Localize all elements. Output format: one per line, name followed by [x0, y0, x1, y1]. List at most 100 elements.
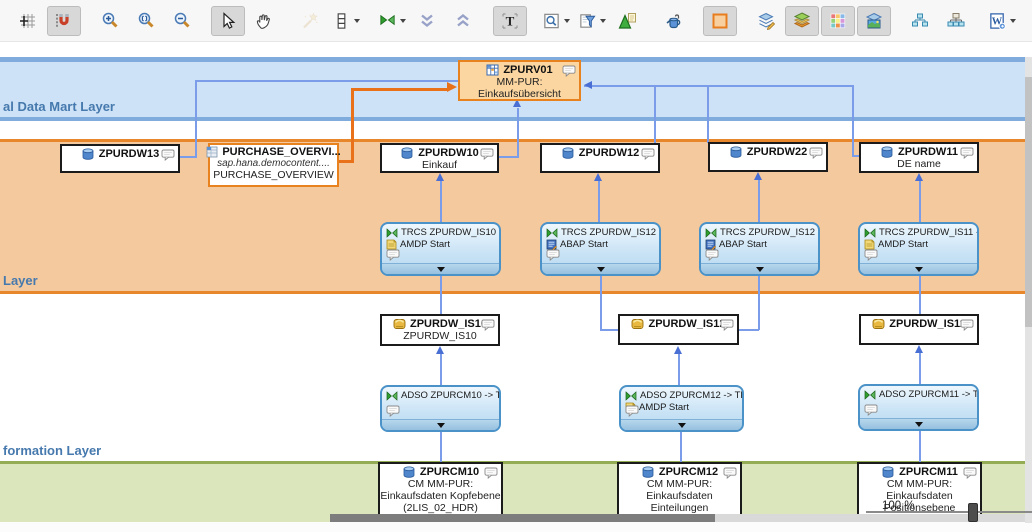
- query-icon: [486, 64, 499, 76]
- node-zpurdw12[interactable]: ZPURDW12: [540, 143, 660, 173]
- toolbar-button-zoom-in[interactable]: [93, 6, 127, 36]
- horizontal-scrollbar-thumb[interactable]: [330, 514, 715, 522]
- connector-line: [738, 329, 759, 331]
- start-routine-label: AMDP Start: [878, 239, 928, 250]
- vertical-scrollbar-thumb[interactable]: [1025, 77, 1032, 327]
- node-title: ZPURDW22: [746, 146, 808, 158]
- node-trcs-is12-b[interactable]: TRCS ZPURDW_IS12 -> ADSO... ABAP Start: [699, 222, 820, 276]
- pan-hand-icon: [256, 13, 270, 29]
- toolbar-button-find[interactable]: [539, 6, 573, 36]
- comment-icon[interactable]: [864, 404, 878, 416]
- toolbar-button-filter[interactable]: [575, 6, 609, 36]
- connector-line: [440, 354, 442, 385]
- comment-icon[interactable]: [625, 405, 639, 417]
- toolbar-button-snap-grid[interactable]: [11, 6, 45, 36]
- connector-line: [680, 432, 682, 462]
- datastore-icon: [81, 148, 95, 160]
- comment-icon[interactable]: [864, 249, 878, 261]
- text-tool-icon: T: [502, 12, 518, 29]
- toolbar-button-hierarchy-small[interactable]: [903, 6, 937, 36]
- node-zpurdw11[interactable]: ZPURDW11 DE name: [859, 142, 979, 173]
- toolbar-button-layers-edit[interactable]: [749, 6, 783, 36]
- toolbar-button-export-word[interactable]: W: [985, 6, 1019, 36]
- comment-icon[interactable]: [641, 148, 655, 160]
- comment-icon[interactable]: [723, 467, 737, 479]
- comment-icon[interactable]: [960, 147, 974, 159]
- comment-icon[interactable]: [161, 149, 175, 161]
- horizontal-scrollbar[interactable]: [330, 514, 1026, 522]
- zoom-slider-handle[interactable]: [968, 503, 978, 522]
- toolbar-button-hierarchy-tree[interactable]: [939, 6, 973, 36]
- node-zpurdw22[interactable]: ZPURDW22: [708, 142, 828, 172]
- node-title: ZPURCM10: [419, 466, 480, 478]
- amdp-icon: [864, 239, 875, 250]
- toolbar-button-layers-image[interactable]: [857, 5, 891, 36]
- toolbar-button-palette[interactable]: [821, 5, 855, 36]
- node-zpurdw-is12[interactable]: ZPURDW_IS12: [618, 314, 739, 345]
- expand-strip[interactable]: [621, 419, 742, 430]
- connector-line: [440, 181, 442, 222]
- comment-icon[interactable]: [562, 65, 576, 77]
- node-subtitle: DE name: [897, 158, 941, 170]
- node-title: ZPURDW11: [898, 146, 958, 158]
- dropdown-caret-icon[interactable]: [354, 18, 360, 23]
- comment-icon[interactable]: [386, 405, 400, 417]
- node-trcs-is11[interactable]: TRCS ZPURDW_IS11 -> ADSO... AMDP Start: [858, 222, 979, 276]
- comment-icon[interactable]: [546, 249, 560, 261]
- node-zpurdw13[interactable]: ZPURDW13: [60, 144, 180, 173]
- toolbar-button-row-layout[interactable]: [329, 6, 363, 36]
- expand-strip[interactable]: [860, 263, 977, 274]
- dropdown-caret-icon[interactable]: [400, 18, 406, 23]
- expand-strip[interactable]: [542, 263, 659, 274]
- hierarchy-tree-icon: [947, 12, 965, 26]
- expand-strip[interactable]: [382, 419, 499, 430]
- vertical-scrollbar[interactable]: [1025, 57, 1032, 523]
- toolbar-button-collapse-all[interactable]: [411, 6, 445, 36]
- expand-strip[interactable]: [701, 263, 818, 274]
- toolbar-button-highlight-layer[interactable]: [703, 5, 737, 36]
- node-zpurv01[interactable]: ZPURV01 MM-PUR: Einkaufsübersicht: [458, 60, 581, 101]
- comment-icon[interactable]: [705, 249, 719, 261]
- toolbar-button-pan-hand[interactable]: [247, 6, 281, 36]
- node-purchase-overview[interactable]: PURCHASE_OVERVI... sap.hana.democontent.…: [206, 143, 341, 187]
- comment-icon[interactable]: [960, 319, 974, 331]
- toolbar-button-zoom-out[interactable]: [165, 6, 199, 36]
- datastore-icon: [880, 146, 894, 158]
- toolbar-button-transformation[interactable]: [375, 6, 409, 36]
- dropdown-caret-icon[interactable]: [1010, 18, 1016, 23]
- expand-strip[interactable]: [860, 418, 977, 429]
- node-adso-zpurcm12-trcs[interactable]: ADSO ZPURCM12 -> TRCS ZP... AMDP Start: [619, 385, 744, 432]
- zoom-slider-track[interactable]: [866, 511, 1032, 513]
- comment-icon[interactable]: [809, 147, 823, 159]
- diagram-canvas[interactable]: al Data Mart Layer Layer formation Layer…: [0, 42, 1032, 532]
- comment-icon[interactable]: [480, 148, 494, 160]
- comment-icon[interactable]: [963, 467, 977, 479]
- node-trcs-is12-a[interactable]: TRCS ZPURDW_IS12 -> ADSO... ABAP Start: [540, 222, 661, 276]
- connector-line: [852, 155, 861, 157]
- connector-line: [678, 354, 680, 385]
- node-line: Einkaufsdaten Kopfebene: [380, 490, 501, 502]
- toolbar-button-text-tool[interactable]: T: [493, 5, 527, 36]
- toolbar-button-fill-can[interactable]: [657, 6, 691, 36]
- node-adso-zpurcm11-trcs[interactable]: ADSO ZPURCM11 -> TRCS ZP...: [858, 384, 979, 431]
- toolbar-button-select-pointer[interactable]: [211, 5, 245, 36]
- expand-strip[interactable]: [382, 263, 499, 274]
- comment-icon[interactable]: [484, 467, 498, 479]
- comment-icon[interactable]: [481, 319, 495, 331]
- dropdown-caret-icon[interactable]: [564, 18, 570, 23]
- connector-line: [919, 276, 921, 314]
- toolbar-button-expand-all[interactable]: [447, 6, 481, 36]
- node-zpurdw-is11[interactable]: ZPURDW_IS11: [859, 314, 979, 345]
- toolbar-button-snap-magnet[interactable]: [47, 5, 81, 36]
- toolbar-button-zoom-fit[interactable]: [129, 6, 163, 36]
- toolbar-button-cone-note[interactable]: [611, 6, 645, 36]
- transformation-title: TRCS ZPURDW_IS10 -> ADSO...: [401, 227, 499, 238]
- node-zpurdw10[interactable]: ZPURDW10 Einkauf: [380, 143, 499, 173]
- node-trcs-is10[interactable]: TRCS ZPURDW_IS10 -> ADSO... AMDP Start: [380, 222, 501, 276]
- node-adso-zpurcm10-trcs[interactable]: ADSO ZPURCM10 -> TRCS ZP...: [380, 385, 501, 432]
- node-zpurdw-is10[interactable]: ZPURDW_IS10 ZPURDW_IS10: [380, 314, 500, 346]
- dropdown-caret-icon[interactable]: [600, 18, 606, 23]
- toolbar-button-layers-colored[interactable]: [785, 5, 819, 36]
- comment-icon[interactable]: [386, 249, 400, 261]
- comment-icon[interactable]: [720, 319, 734, 331]
